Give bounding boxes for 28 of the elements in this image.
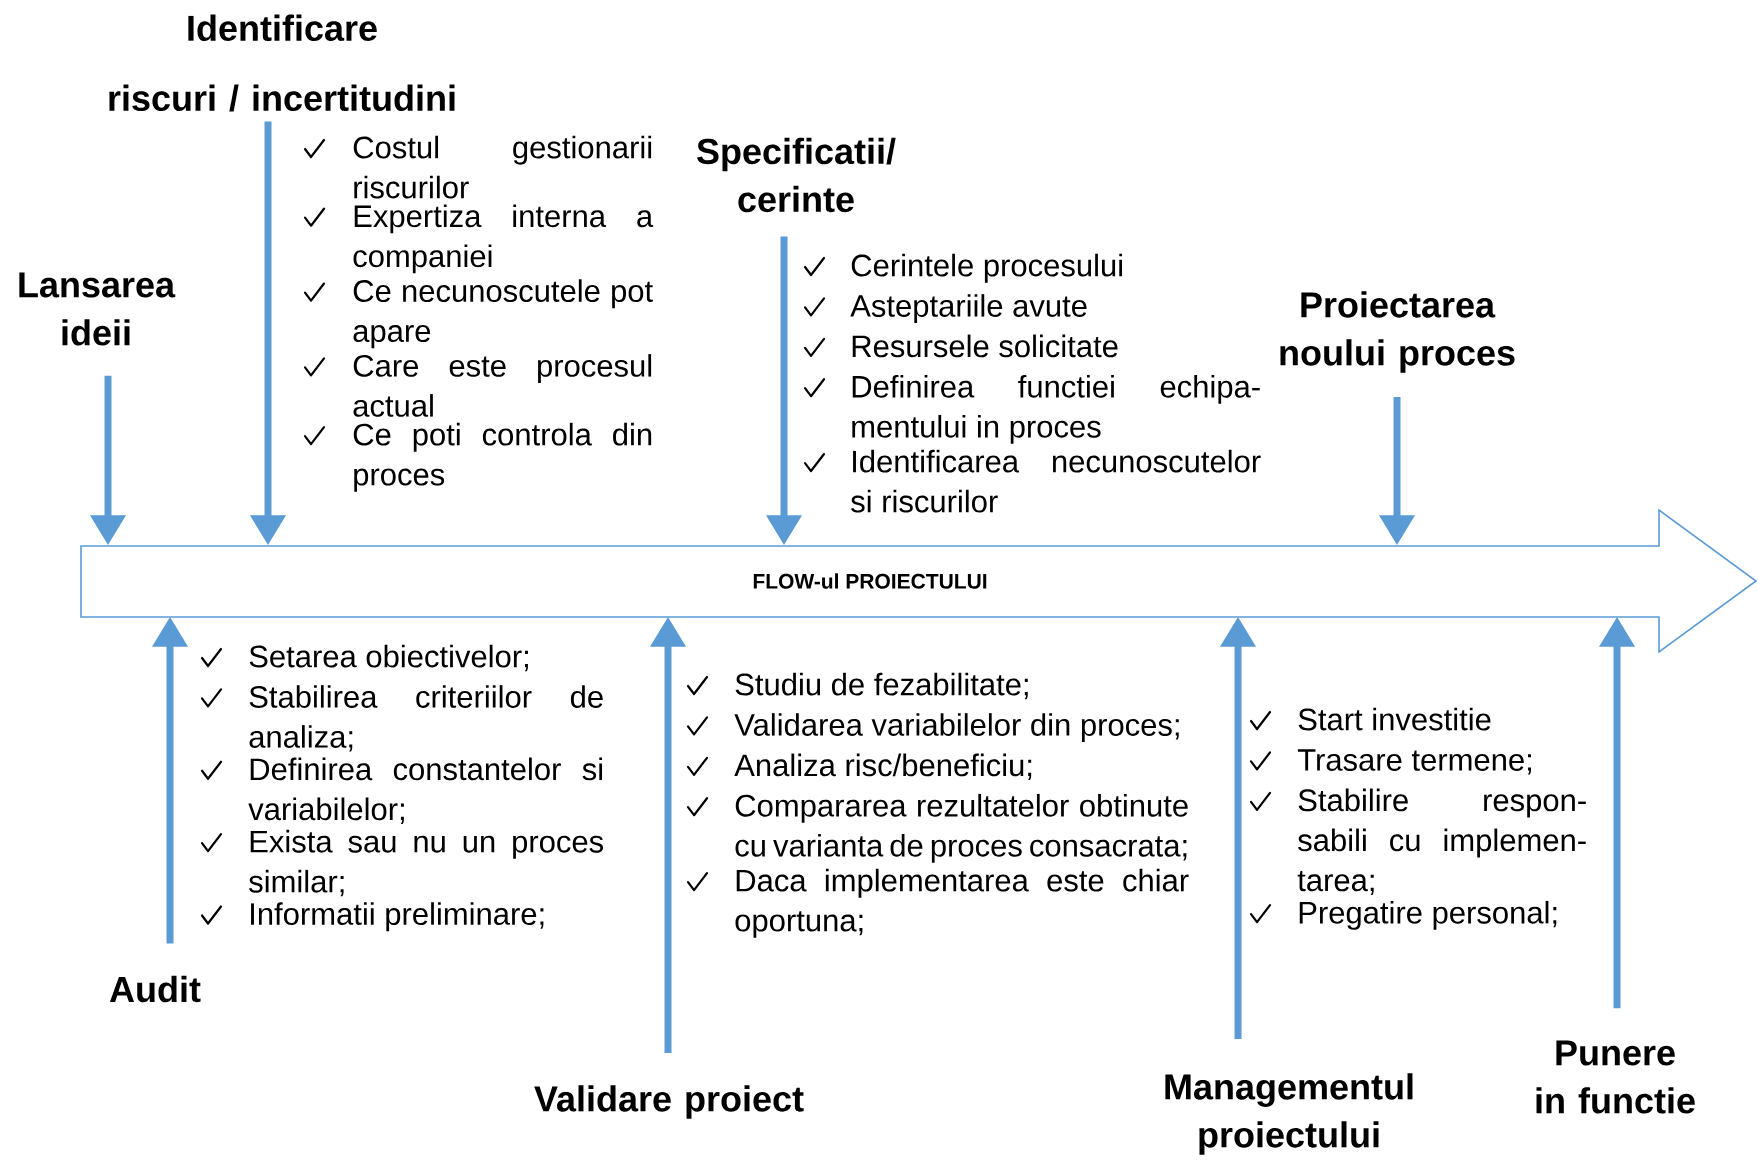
checklist-item: Exista sau nu un proces similar; (249, 829, 604, 897)
checklist-item: Stabilirea criteriilor de analiza; (249, 685, 603, 752)
checklist-item: Start investitie (1298, 707, 1491, 731)
checklist-item: Definirea functiei echipa-mentului in proces (852, 374, 1260, 444)
checklist-item: Ce necunoscutele pot apare (353, 279, 653, 349)
checklist-item: Compararea rezultatelor obtinute cu varianta de proces consacrata; (735, 793, 1188, 863)
heading-text: Specificatii/ cerinte (697, 137, 896, 213)
checklist-item: Validarea variabilelor din proces; (734, 713, 1179, 743)
checklist-item: Analiza risc/beneficiu; (734, 753, 1032, 780)
checklist-item: Expertiza interna a companiei (353, 204, 654, 274)
checklist-item: Care este procesul actual (353, 354, 652, 417)
heading-text: Punere in functie (1536, 1040, 1695, 1114)
checklist-item: Stabilire respon-sabili cu implemen-tarea; (1297, 788, 1586, 895)
checklist-item: Pregatire personal; (1299, 900, 1557, 930)
checklist-item: Asteptariile avute (850, 294, 1087, 324)
checklist-item: Trasare termene; (1297, 749, 1531, 775)
heading-text: Lansarea ideii (19, 272, 176, 346)
checklist-item: Daca implementarea este chiar oportuna; (735, 868, 1189, 938)
checklist-item: Cerintele procesului (851, 253, 1122, 283)
checklist-item: Resursele solicitate (852, 334, 1118, 358)
heading-text: Managementul proiectului (1165, 1073, 1413, 1155)
checklist-item: Costul gestionarii riscurilor (353, 135, 652, 199)
heading-text: Identificare riscuri / incertitudini (109, 14, 455, 112)
heading-text: Proiectarea noului proces (1280, 291, 1515, 373)
heading-text: Validare proiect (534, 1085, 804, 1119)
checklist-item: Informatii preliminare; (251, 902, 544, 932)
checklist-item: Definirea constantelor si variabilelor; (248, 757, 603, 824)
heading-text: Audit (109, 975, 201, 1003)
